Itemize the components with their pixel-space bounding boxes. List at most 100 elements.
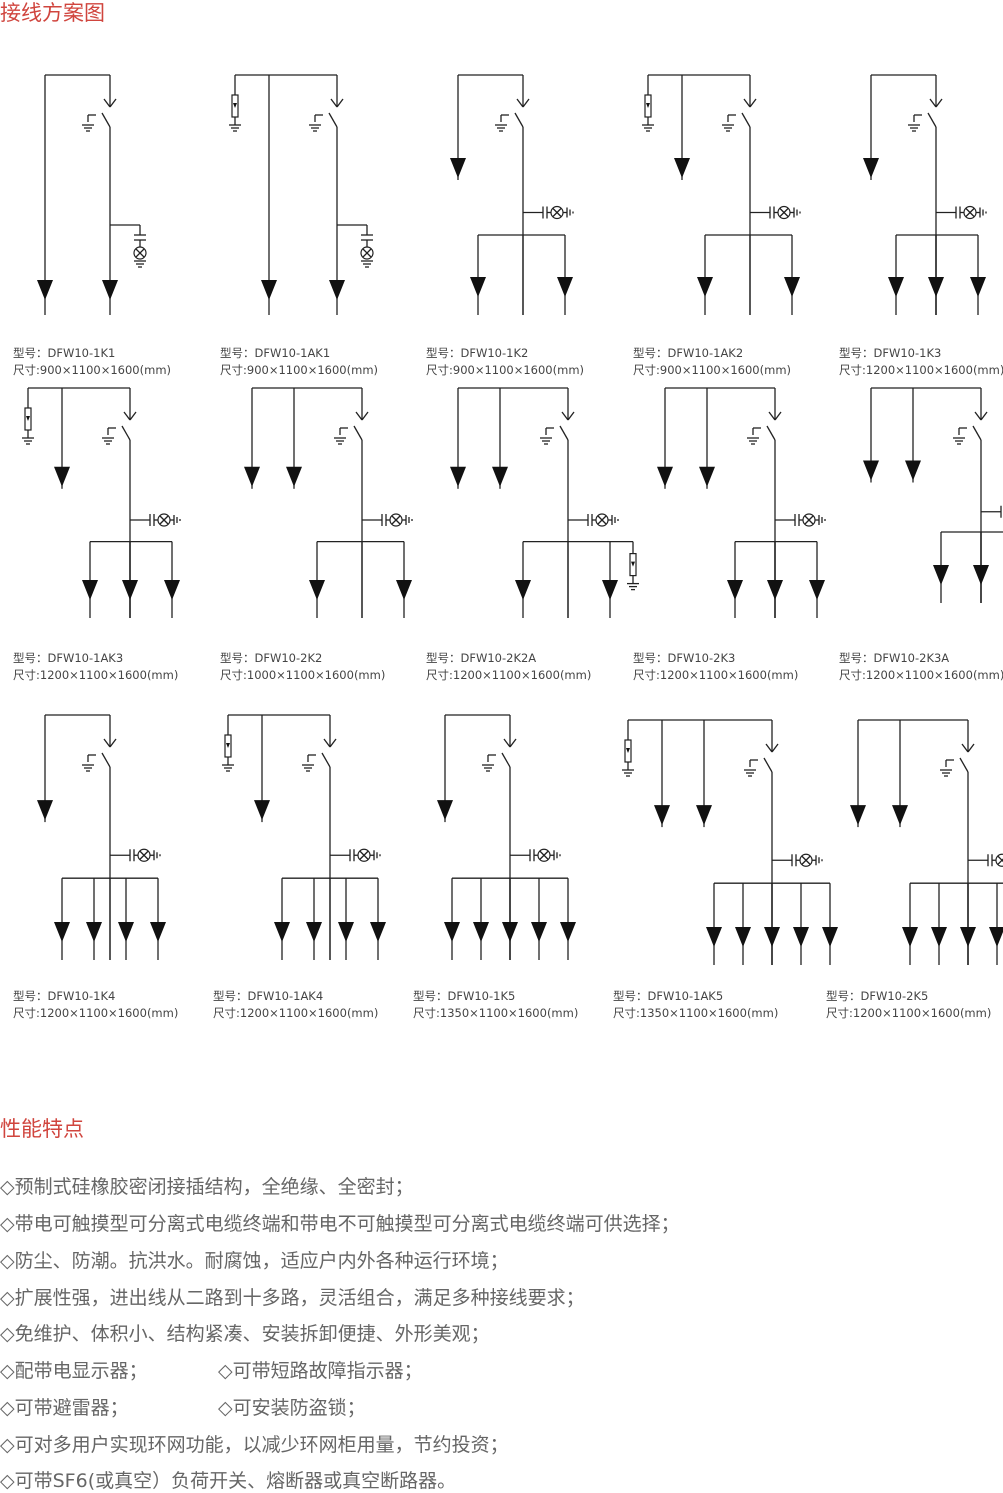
cable-terminal-icon (931, 927, 947, 947)
cable-terminal-icon (37, 800, 53, 821)
caption-size: 尺寸:1200×1100×1600(mm) (13, 1006, 179, 1020)
caption-model: 型号：DFW10-1K3 (839, 346, 942, 360)
wire (336, 98, 344, 108)
caption-model: 型号：DFW10-1AK3 (13, 651, 124, 665)
cable-terminal-icon (122, 580, 138, 600)
cable-terminal-icon (37, 280, 53, 300)
live-indicator-icon (568, 513, 619, 527)
cable-terminal-icon (793, 927, 809, 947)
cable-terminal-icon (767, 580, 783, 600)
live-indicator-icon (772, 853, 823, 867)
cable-terminal-icon (286, 466, 302, 487)
wire (135, 248, 145, 258)
caption-model: 型号：DFW10-2K2A (426, 651, 537, 665)
wire (959, 757, 969, 773)
wire (328, 112, 338, 128)
caption-size: 尺寸:900×1100×1600(mm) (13, 363, 172, 377)
wire (774, 411, 782, 421)
wire (103, 98, 111, 108)
live-indicator-icon (330, 848, 381, 862)
caption-size: 尺寸:1200×1100×1600(mm) (826, 1006, 992, 1020)
diagram-1 (229, 74, 374, 315)
wire (123, 411, 131, 421)
wire (779, 208, 789, 217)
wire (567, 411, 575, 421)
wire (361, 411, 369, 421)
cable-terminal-icon (674, 158, 690, 178)
wire (159, 515, 169, 525)
diagram-10 (37, 714, 166, 960)
diagram-6 (244, 387, 413, 618)
wire (804, 515, 814, 525)
arrow (646, 103, 650, 108)
wire (129, 411, 137, 421)
cable-terminal-icon (973, 565, 989, 585)
live-indicator-icon (936, 205, 987, 220)
cable-terminal-icon (82, 580, 98, 600)
fuse-arrester-icon (622, 739, 634, 777)
cable-terminal-icon (706, 927, 722, 947)
fuse-arrester-icon (627, 553, 639, 591)
feature-item: ◇预制式硅橡胶密闭接插结构，全绝缘、全密封； (0, 1176, 414, 1198)
cable-terminal-icon (784, 277, 800, 297)
caption-size: 尺寸:1200×1100×1600(mm) (633, 668, 799, 682)
arrow (626, 748, 630, 753)
caption-model: 型号：DFW10-1AK4 (213, 989, 324, 1003)
cable-terminal-icon (54, 922, 70, 942)
wire (765, 743, 773, 753)
wire (743, 98, 751, 108)
cable-terminal-icon (764, 927, 780, 947)
arrow (631, 561, 635, 567)
cable-terminal-icon (274, 922, 290, 942)
caption-model: 型号：DFW10-1K2 (426, 346, 529, 360)
wire (801, 855, 811, 865)
cable-terminal-icon (450, 158, 466, 178)
feature-item: ◇配带电显示器； (0, 1360, 148, 1382)
wire (103, 738, 111, 748)
wiring-diagrams (22, 74, 1003, 965)
live-indicator-icon (362, 513, 413, 527)
wire (980, 411, 988, 421)
caption-model: 型号：DFW10-1AK1 (220, 346, 331, 360)
caption-model: 型号：DFW10-1K5 (413, 989, 516, 1003)
cable-terminal-icon (370, 922, 386, 942)
cable-terminal-icon (437, 800, 453, 821)
diagram-caption: 型号：DFW10-1AK3 尺寸:1200×1100×1600(mm) (13, 650, 178, 684)
feature-item: ◇防尘、防潮。抗洪水。耐腐蚀，适应户内外各种运行环境； (0, 1250, 509, 1272)
arrow (26, 416, 30, 421)
section-title-wiring-schemes: 接线方案图 (0, 1, 105, 25)
diagram-3 (642, 74, 801, 315)
diagram-caption: 型号：DFW10-1K3 尺寸:1200×1100×1600(mm) (839, 345, 1003, 379)
live-indicator-icon (523, 205, 574, 220)
cable-terminal-icon (560, 922, 576, 942)
cable-terminal-icon (892, 805, 908, 826)
wire (359, 850, 369, 860)
cable-terminal-icon (502, 922, 518, 942)
cable-terminal-icon (470, 277, 486, 297)
caption-model: 型号：DFW10-2K3 (633, 651, 736, 665)
cable-terminal-icon (657, 466, 673, 487)
diagram-13 (622, 719, 838, 965)
cable-terminal-icon (933, 565, 949, 585)
fuse-arrester-icon (642, 94, 654, 132)
cable-terminal-icon (515, 580, 531, 600)
feature-item: ◇可对多用户实现环网功能，以减少环网柜用量，节约投资； (0, 1434, 509, 1456)
fuse-body (629, 553, 637, 577)
caption-size: 尺寸:1200×1100×1600(mm) (13, 668, 179, 682)
cable-terminal-icon (888, 277, 904, 297)
caption-size: 尺寸:1200×1100×1600(mm) (839, 363, 1003, 377)
caption-model: 型号：DFW10-2K5 (826, 989, 929, 1003)
cable-terminal-icon (863, 158, 879, 178)
caption-size: 尺寸:900×1100×1600(mm) (220, 363, 379, 377)
cable-terminal-icon (164, 580, 180, 600)
wire (972, 425, 982, 441)
fuse-arrester-icon (222, 734, 234, 772)
wire (561, 411, 569, 421)
diagram-12 (437, 714, 576, 960)
caption-size: 尺寸:900×1100×1600(mm) (633, 363, 792, 377)
